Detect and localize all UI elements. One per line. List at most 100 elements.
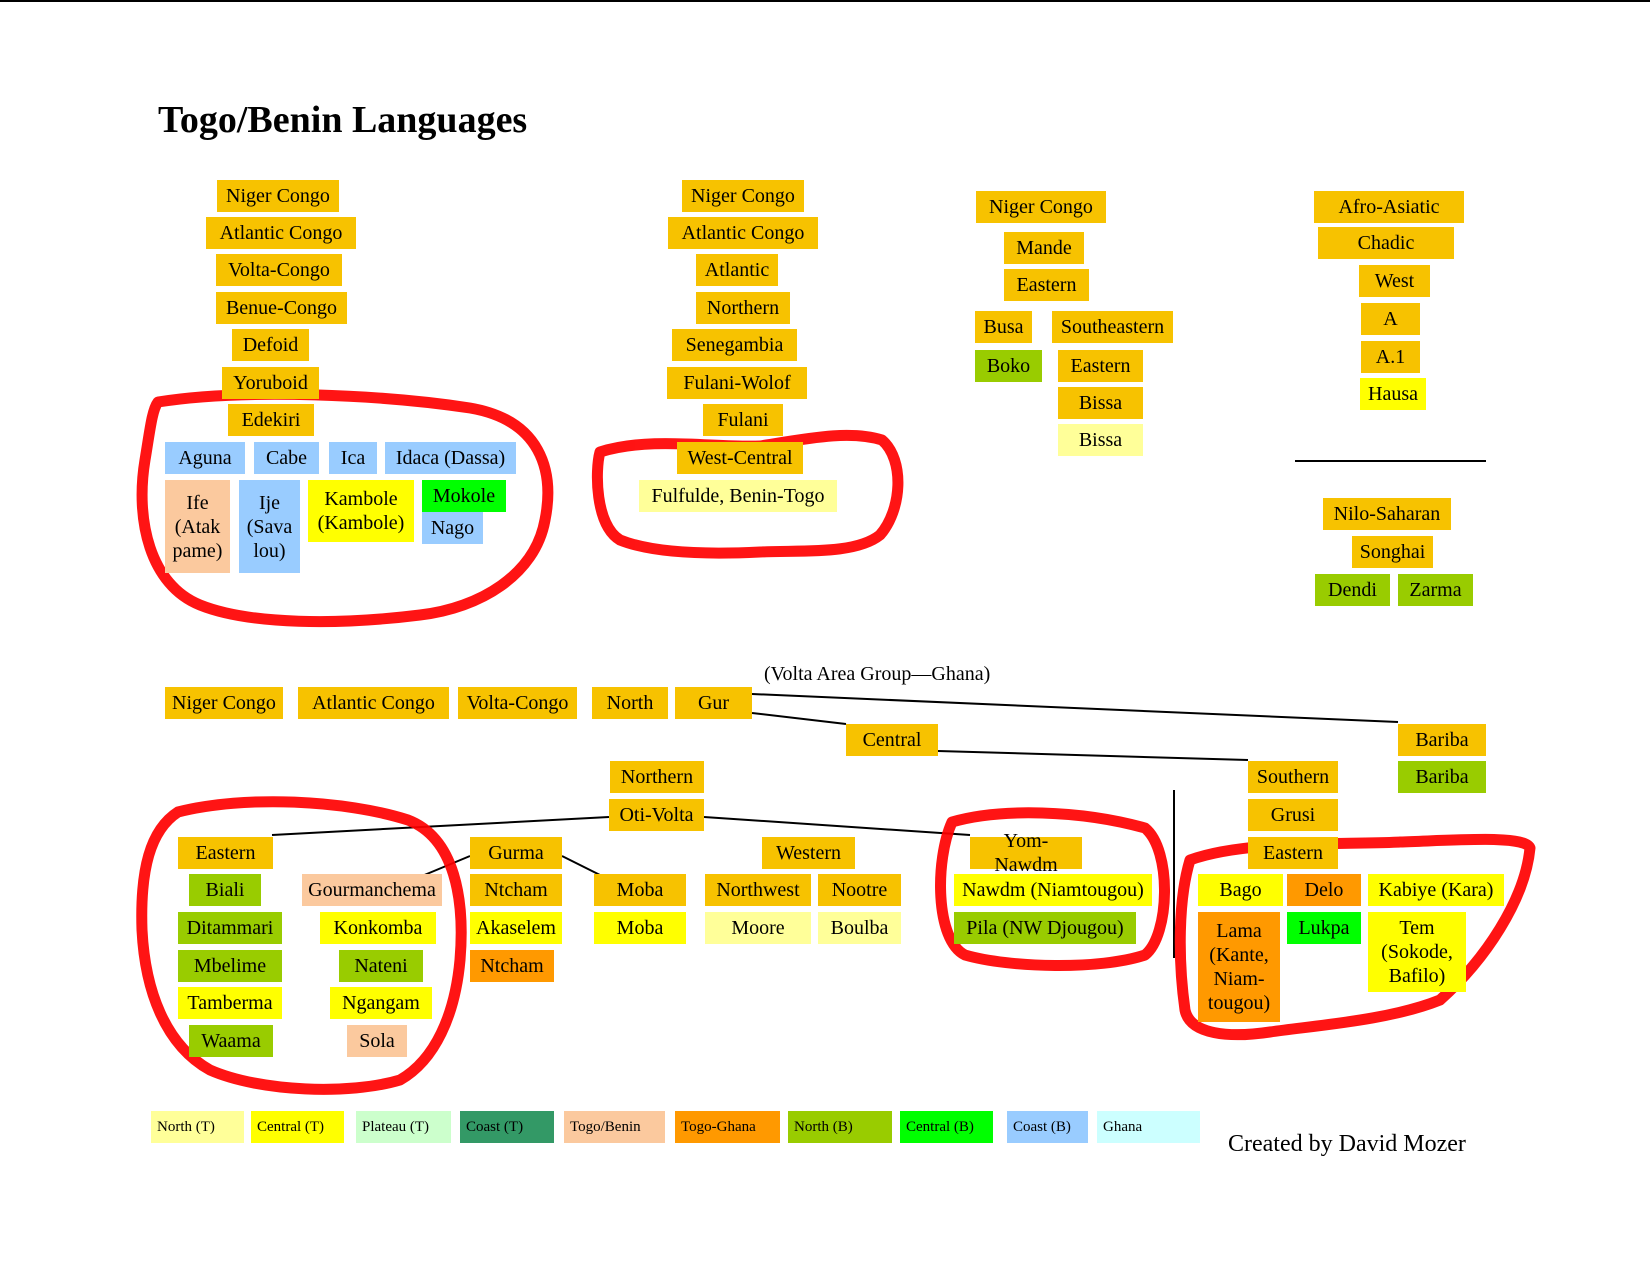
tree-node-g12: Ditammari <box>178 912 282 944</box>
tree-node-f9: Southern <box>1248 761 1338 793</box>
tree-node-g22: Tamberma <box>178 987 282 1019</box>
tree-node-a14: Kambole (Kambole) <box>308 480 414 542</box>
legend-item-8: Central (B) <box>900 1111 993 1143</box>
tree-node-b4: Northern <box>696 292 790 324</box>
tree-node-c7: Eastern <box>1058 350 1143 382</box>
tree-node-h6: Tem (Sokode, Bafilo) <box>1368 912 1466 992</box>
tree-node-a10: Ica <box>329 442 377 474</box>
tree-node-f11: Eastern <box>1248 837 1338 869</box>
connector-central-southern <box>937 750 1249 761</box>
tree-node-g6: Gourmanchema <box>302 874 442 906</box>
legend-item-9: Coast (B) <box>1007 1111 1088 1143</box>
tree-node-c2: Mande <box>1004 232 1084 264</box>
tree-node-b1: Niger Congo <box>682 180 804 212</box>
tree-node-g17: Boulba <box>818 912 901 944</box>
legend-item-4: Coast (T) <box>460 1111 554 1143</box>
tree-node-g10: Nootre <box>818 874 901 906</box>
tree-node-a16: Nago <box>422 512 483 544</box>
connector-otivolta-eastern <box>271 816 610 836</box>
tree-node-g23: Ngangam <box>330 987 432 1019</box>
tree-node-h5: Lukpa <box>1287 912 1361 944</box>
tree-node-h4: Lama (Kante, Niam- tougou) <box>1198 912 1280 1022</box>
tree-node-d1: Afro-Asiatic <box>1314 191 1464 223</box>
tree-node-g16: Moore <box>705 912 811 944</box>
tree-node-a8: Aguna <box>165 442 245 474</box>
tree-node-b3: Atlantic <box>696 254 778 286</box>
tree-node-f10: Grusi <box>1248 799 1338 831</box>
tree-node-g2: Gurma <box>470 837 562 869</box>
tree-node-b9: Fulfulde, Benin-Togo <box>639 480 837 512</box>
tree-node-e3: Dendi <box>1315 574 1390 606</box>
tree-node-g7: Ntcham <box>470 874 562 906</box>
tree-node-g11: Nawdm (Niamtougou) <box>954 874 1152 906</box>
tree-node-a13: Ije (Sava lou) <box>239 480 300 573</box>
tree-node-c6: Boko <box>975 350 1042 382</box>
tree-node-b5: Senegambia <box>672 329 797 361</box>
highlight-circle-eastern-oti <box>136 796 467 1095</box>
tree-node-d4: A <box>1361 303 1420 335</box>
tree-node-g20: Nateni <box>339 950 423 982</box>
legend-item-1: North (T) <box>151 1111 244 1143</box>
author-credit: Created by David Mozer <box>1228 1131 1466 1157</box>
tree-node-e1: Nilo-Saharan <box>1323 498 1451 530</box>
highlight-circle-yom-nawdm <box>935 807 1170 971</box>
tree-node-f3: Volta-Congo <box>458 687 577 719</box>
tree-node-a7: Edekiri <box>228 404 314 436</box>
tree-node-b8: West-Central <box>677 442 803 474</box>
legend-item-7: North (B) <box>788 1111 892 1143</box>
tree-node-f8: Bariba <box>1398 761 1486 793</box>
tree-node-d2: Chadic <box>1318 227 1454 259</box>
highlight-circle-edekiri <box>136 388 554 628</box>
tree-node-g4: Yom-Nawdm <box>970 830 1082 876</box>
tree-node-g15: Moba <box>594 912 686 944</box>
tree-node-f5: Gur <box>675 687 752 719</box>
legend-item-5: Togo/Benin <box>564 1111 665 1143</box>
tree-node-h2: Delo <box>1287 874 1361 906</box>
volta-area-note: (Volta Area Group—Ghana) <box>764 663 991 685</box>
tree-node-a9: Cabe <box>254 442 319 474</box>
tree-node-g3: Western <box>762 837 855 869</box>
tree-node-a4: Benue-Congo <box>216 292 347 324</box>
connector-gurma-moba <box>561 855 603 877</box>
tree-node-g21: Ntcham <box>470 950 554 982</box>
tree-node-a15: Mokole <box>422 480 506 512</box>
tree-node-a11: Idaca (Dassa) <box>385 442 516 474</box>
tree-node-f1: Niger Congo <box>165 687 283 719</box>
tree-node-g13: Konkomba <box>320 912 436 944</box>
tree-node-g18: Pila (NW Djougou) <box>954 912 1136 944</box>
legend-item-3: Plateau (T) <box>356 1111 451 1143</box>
tree-node-g1: Eastern <box>178 837 273 869</box>
tree-node-g8: Moba <box>594 874 686 906</box>
tree-node-c8: Bissa <box>1058 387 1143 419</box>
tree-node-d5: A.1 <box>1361 341 1420 373</box>
tree-node-f13: Oti-Volta <box>609 799 704 831</box>
tree-node-d6: Hausa <box>1360 378 1426 410</box>
tree-node-d3: West <box>1359 265 1430 297</box>
tree-node-f6: Central <box>846 724 938 756</box>
tree-node-e4: Zarma <box>1398 574 1473 606</box>
page-title: Togo/Benin Languages <box>158 99 528 141</box>
tree-node-g14: Akaselem <box>470 912 562 944</box>
tree-node-f12: Northern <box>610 761 704 793</box>
tree-node-c3: Eastern <box>1004 269 1089 301</box>
tree-node-f7: Bariba <box>1398 724 1486 756</box>
tree-node-a2: Atlantic Congo <box>206 217 356 249</box>
tree-node-c9: Bissa <box>1058 424 1143 456</box>
tree-node-g24: Waama <box>189 1025 273 1057</box>
legend-item-6: Togo-Ghana <box>675 1111 780 1143</box>
legend-item-10: Ghana <box>1097 1111 1200 1143</box>
tree-node-g5: Biali <box>189 874 261 906</box>
tree-node-f4: North <box>592 687 668 719</box>
tree-node-a3: Volta-Congo <box>216 254 342 286</box>
connector-gur-central <box>751 712 847 725</box>
tree-node-c5: Southeastern <box>1052 311 1173 343</box>
tree-node-c4: Busa <box>975 311 1032 343</box>
tree-node-g19: Mbelime <box>178 950 282 982</box>
tree-node-c1: Niger Congo <box>976 191 1106 223</box>
highlight-circle-gurunsi-eastern <box>1174 833 1536 1041</box>
tree-node-g25: Sola <box>347 1025 407 1057</box>
tree-node-a1: Niger Congo <box>217 180 339 212</box>
tree-node-a6: Yoruboid <box>222 367 319 399</box>
tree-node-h1: Bago <box>1198 874 1283 906</box>
tree-node-f2: Atlantic Congo <box>298 687 449 719</box>
